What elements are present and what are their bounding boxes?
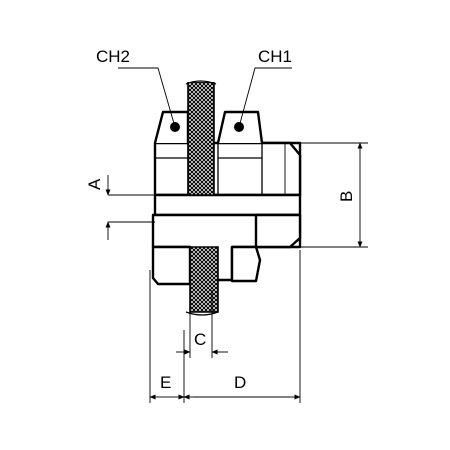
clamp-section <box>151 193 302 286</box>
dimension-b <box>300 142 368 248</box>
label-ch2: CH2 <box>96 47 130 66</box>
dimension-e-d <box>149 250 301 403</box>
label-ch1: CH1 <box>258 47 292 66</box>
dimension-c <box>176 290 228 358</box>
dimension-a <box>105 175 155 240</box>
label-e: E <box>160 373 171 392</box>
label-c: C <box>194 330 206 349</box>
label-b: B <box>337 191 356 202</box>
label-a: A <box>85 178 104 190</box>
cable-strip <box>180 72 222 316</box>
label-d: D <box>234 373 246 392</box>
